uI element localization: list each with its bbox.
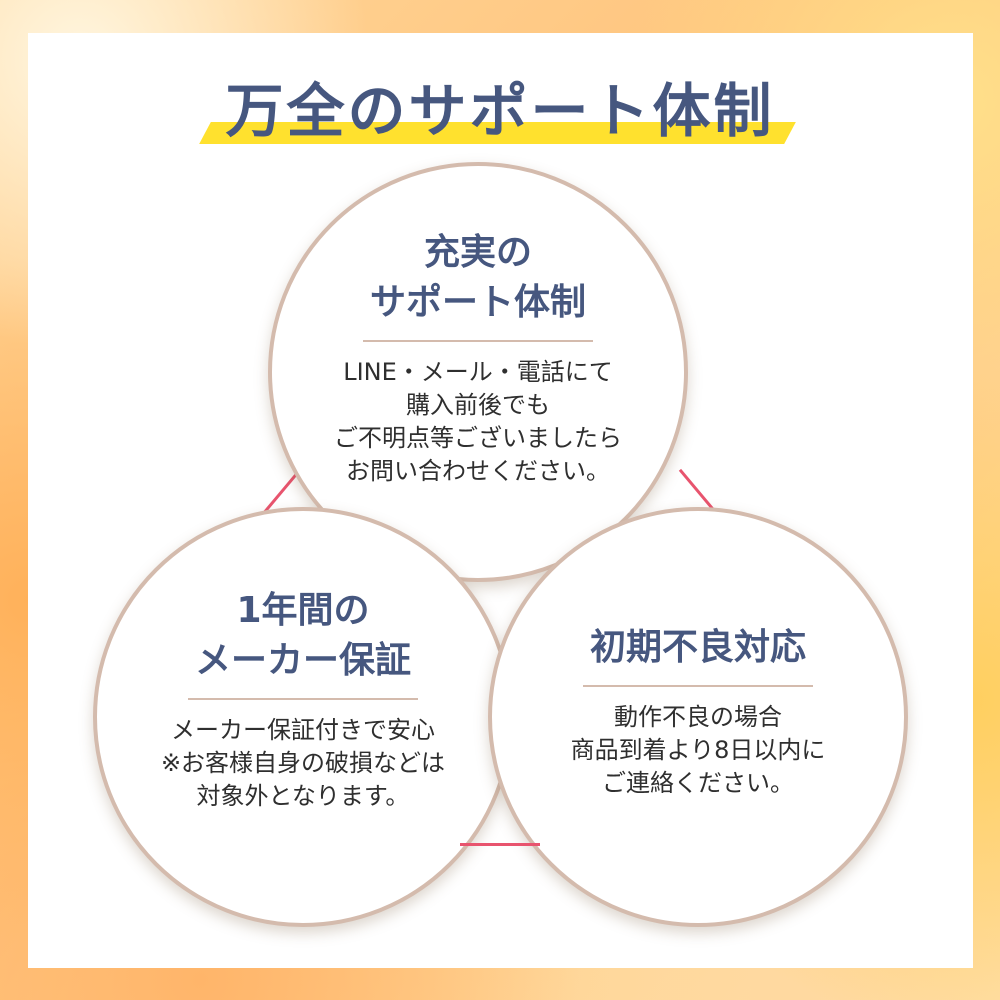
warranty-circle-content: 1年間の メーカー保証 メーカー保証付きで安心 ※お客様自身の破損などは 対象外… [97, 586, 509, 813]
initial-defect-divider [583, 685, 813, 687]
page-title: 万全のサポート体制 [225, 77, 775, 145]
connector-line-bottom [460, 843, 540, 846]
initial-defect-body-line: 商品到着より8日以内に [570, 736, 826, 764]
initial-defect-body-line: ご連絡ください。 [602, 769, 794, 797]
initial-defect-circle: 初期不良対応 動作不良の場合 商品到着より8日以内に ご連絡ください。 [488, 507, 908, 927]
warranty-circle: 1年間の メーカー保証 メーカー保証付きで安心 ※お客様自身の破損などは 対象外… [93, 507, 513, 927]
support-circle-content: 充実の サポート体制 LINE・メール・電話にて 購入前後でも ご不明点等ござい… [272, 228, 684, 488]
support-body-line: ご不明点等ございましたら [334, 424, 622, 452]
title-area: 万全のサポート体制 [0, 78, 1000, 148]
warranty-heading-line: メーカー保証 [194, 640, 411, 681]
support-heading-line: サポート体制 [369, 282, 586, 323]
warranty-body-line: 対象外となります。 [196, 782, 410, 810]
support-heading-line: 充実の [423, 232, 532, 273]
support-body-line: お問い合わせください。 [346, 457, 610, 485]
support-body-line: LINE・メール・電話にて [343, 358, 613, 386]
warranty-body-line: ※お客様自身の破損などは [160, 749, 446, 777]
warranty-body-line: メーカー保証付きで安心 [171, 716, 435, 744]
warranty-divider [188, 698, 418, 700]
support-circle: 充実の サポート体制 LINE・メール・電話にて 購入前後でも ご不明点等ござい… [268, 162, 688, 582]
initial-defect-circle-content: 初期不良対応 動作不良の場合 商品到着より8日以内に ご連絡ください。 [492, 623, 904, 800]
support-divider [363, 340, 593, 342]
initial-defect-body-line: 動作不良の場合 [614, 703, 782, 731]
warranty-heading-line: 1年間の [236, 590, 370, 631]
support-body-line: 購入前後でも [406, 391, 550, 419]
initial-defect-heading: 初期不良対応 [589, 627, 806, 668]
